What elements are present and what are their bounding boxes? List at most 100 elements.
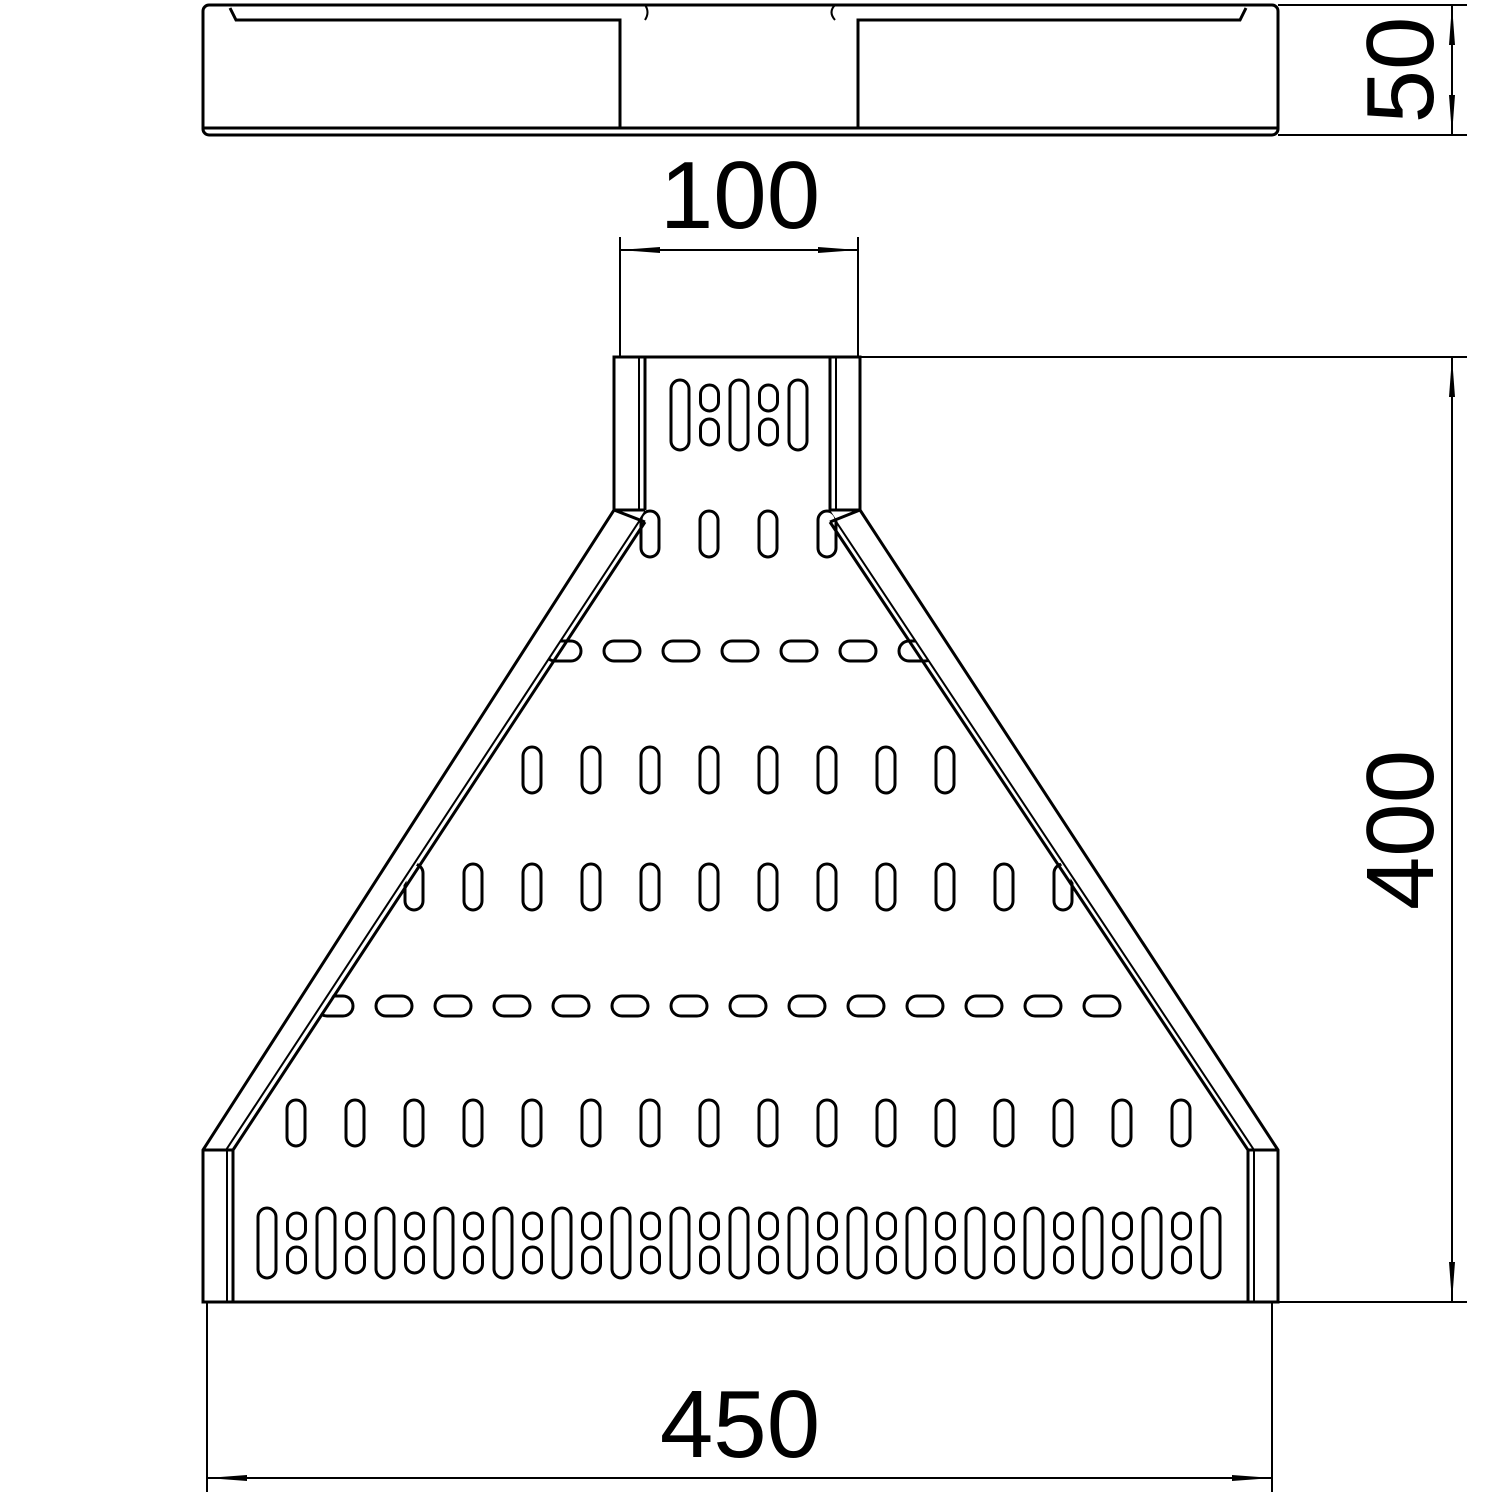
vertical-slot-hole <box>344 1098 366 1148</box>
horizontal-slot-hole <box>551 994 591 1018</box>
horizontal-slot-hole <box>661 639 701 663</box>
dimension-wide-width-label: 450 <box>660 1371 820 1478</box>
long-slot-hole <box>1023 1206 1045 1280</box>
vertical-slot-hole <box>875 745 897 795</box>
horizontal-slot-hole <box>374 994 414 1018</box>
vertical-slot-hole <box>816 509 838 559</box>
small-slot-hole <box>286 1211 307 1241</box>
horizontal-slot-hole <box>720 639 760 663</box>
small-slot-hole <box>758 417 779 447</box>
long-slot-hole <box>669 1206 691 1280</box>
small-slot-hole <box>817 1245 838 1275</box>
small-slot-hole <box>286 1245 307 1275</box>
small-slot-hole <box>581 1211 602 1241</box>
small-slot-hole <box>1053 1245 1074 1275</box>
small-slot-hole <box>935 1211 956 1241</box>
small-slot-hole <box>522 1245 543 1275</box>
horizontal-slot-hole <box>602 639 642 663</box>
small-slot-hole <box>699 417 720 447</box>
vertical-slot-hole <box>993 1098 1015 1148</box>
small-slot-hole <box>522 1211 543 1241</box>
dimension-narrow-width-label: 100 <box>660 142 820 249</box>
long-slot-hole <box>905 1206 927 1280</box>
long-slot-hole <box>787 378 809 452</box>
horizontal-slot-hole <box>846 994 886 1018</box>
vertical-slot-hole <box>934 862 956 912</box>
horizontal-slot-hole <box>1082 994 1122 1018</box>
small-slot-hole <box>758 1245 779 1275</box>
small-slot-hole <box>699 1211 720 1241</box>
dimension-height-label: 50 <box>1347 17 1454 124</box>
vertical-slot-hole <box>521 745 543 795</box>
small-slot-hole <box>699 1245 720 1275</box>
vertical-slot-hole <box>462 1098 484 1148</box>
vertical-slot-hole <box>698 509 720 559</box>
vertical-slot-hole <box>639 862 661 912</box>
small-slot-hole <box>935 1245 956 1275</box>
vertical-slot-hole <box>285 1098 307 1148</box>
long-slot-hole <box>1141 1206 1163 1280</box>
long-slot-hole <box>669 378 691 452</box>
small-slot-hole <box>345 1245 366 1275</box>
small-slot-hole <box>1171 1245 1192 1275</box>
long-slot-hole <box>964 1206 986 1280</box>
horizontal-slot-hole <box>492 994 532 1018</box>
vertical-slot-hole <box>580 745 602 795</box>
dimension-lines <box>206 4 1467 1492</box>
vertical-slot-hole <box>639 745 661 795</box>
long-slot-hole <box>492 1206 514 1280</box>
horizontal-slot-hole <box>964 994 1004 1018</box>
small-slot-hole <box>463 1245 484 1275</box>
small-slot-hole <box>758 1211 779 1241</box>
small-slot-hole <box>1053 1211 1074 1241</box>
vertical-slot-hole <box>1052 1098 1074 1148</box>
vertical-slot-hole <box>757 509 779 559</box>
vertical-slot-hole <box>462 862 484 912</box>
vertical-slot-hole <box>816 745 838 795</box>
horizontal-slot-hole <box>779 639 819 663</box>
small-slot-hole <box>817 1211 838 1241</box>
vertical-slot-hole <box>757 862 779 912</box>
small-slot-hole <box>1171 1211 1192 1241</box>
vertical-slot-hole <box>403 862 425 912</box>
vertical-slot-hole <box>1111 1098 1133 1148</box>
small-slot-hole <box>1112 1211 1133 1241</box>
vertical-slot-hole <box>816 1098 838 1148</box>
long-slot-hole <box>256 1206 278 1280</box>
long-slot-hole <box>728 378 750 452</box>
small-slot-hole <box>758 383 779 413</box>
vertical-slot-hole <box>816 862 838 912</box>
vertical-slot-hole <box>580 862 602 912</box>
vertical-slot-hole <box>639 509 661 559</box>
vertical-slot-hole <box>757 1098 779 1148</box>
long-slot-hole <box>551 1206 573 1280</box>
horizontal-slot-hole <box>905 994 945 1018</box>
horizontal-slot-hole <box>787 994 827 1018</box>
long-slot-hole <box>433 1206 455 1280</box>
vertical-slot-hole <box>757 745 779 795</box>
vertical-slot-hole <box>934 745 956 795</box>
long-slot-hole <box>787 1206 809 1280</box>
long-slot-hole <box>610 1206 632 1280</box>
small-slot-hole <box>404 1245 425 1275</box>
long-slot-hole <box>728 1206 750 1280</box>
long-slot-hole <box>315 1206 337 1280</box>
dimension-length-label: 400 <box>1347 750 1454 910</box>
small-slot-hole <box>994 1211 1015 1241</box>
long-slot-hole <box>374 1206 396 1280</box>
long-slot-hole <box>1082 1206 1104 1280</box>
plan-view <box>201 355 1280 1304</box>
small-slot-hole <box>994 1245 1015 1275</box>
horizontal-slot-hole <box>728 994 768 1018</box>
small-slot-hole <box>640 1211 661 1241</box>
vertical-slot-hole <box>993 862 1015 912</box>
long-slot-hole <box>846 1206 868 1280</box>
small-slot-hole <box>699 383 720 413</box>
small-slot-hole <box>581 1245 602 1275</box>
vertical-slot-hole <box>521 862 543 912</box>
long-slot-hole <box>1200 1206 1222 1280</box>
vertical-slot-hole <box>875 862 897 912</box>
perforation-holes <box>256 378 1222 1280</box>
vertical-slot-hole <box>698 745 720 795</box>
